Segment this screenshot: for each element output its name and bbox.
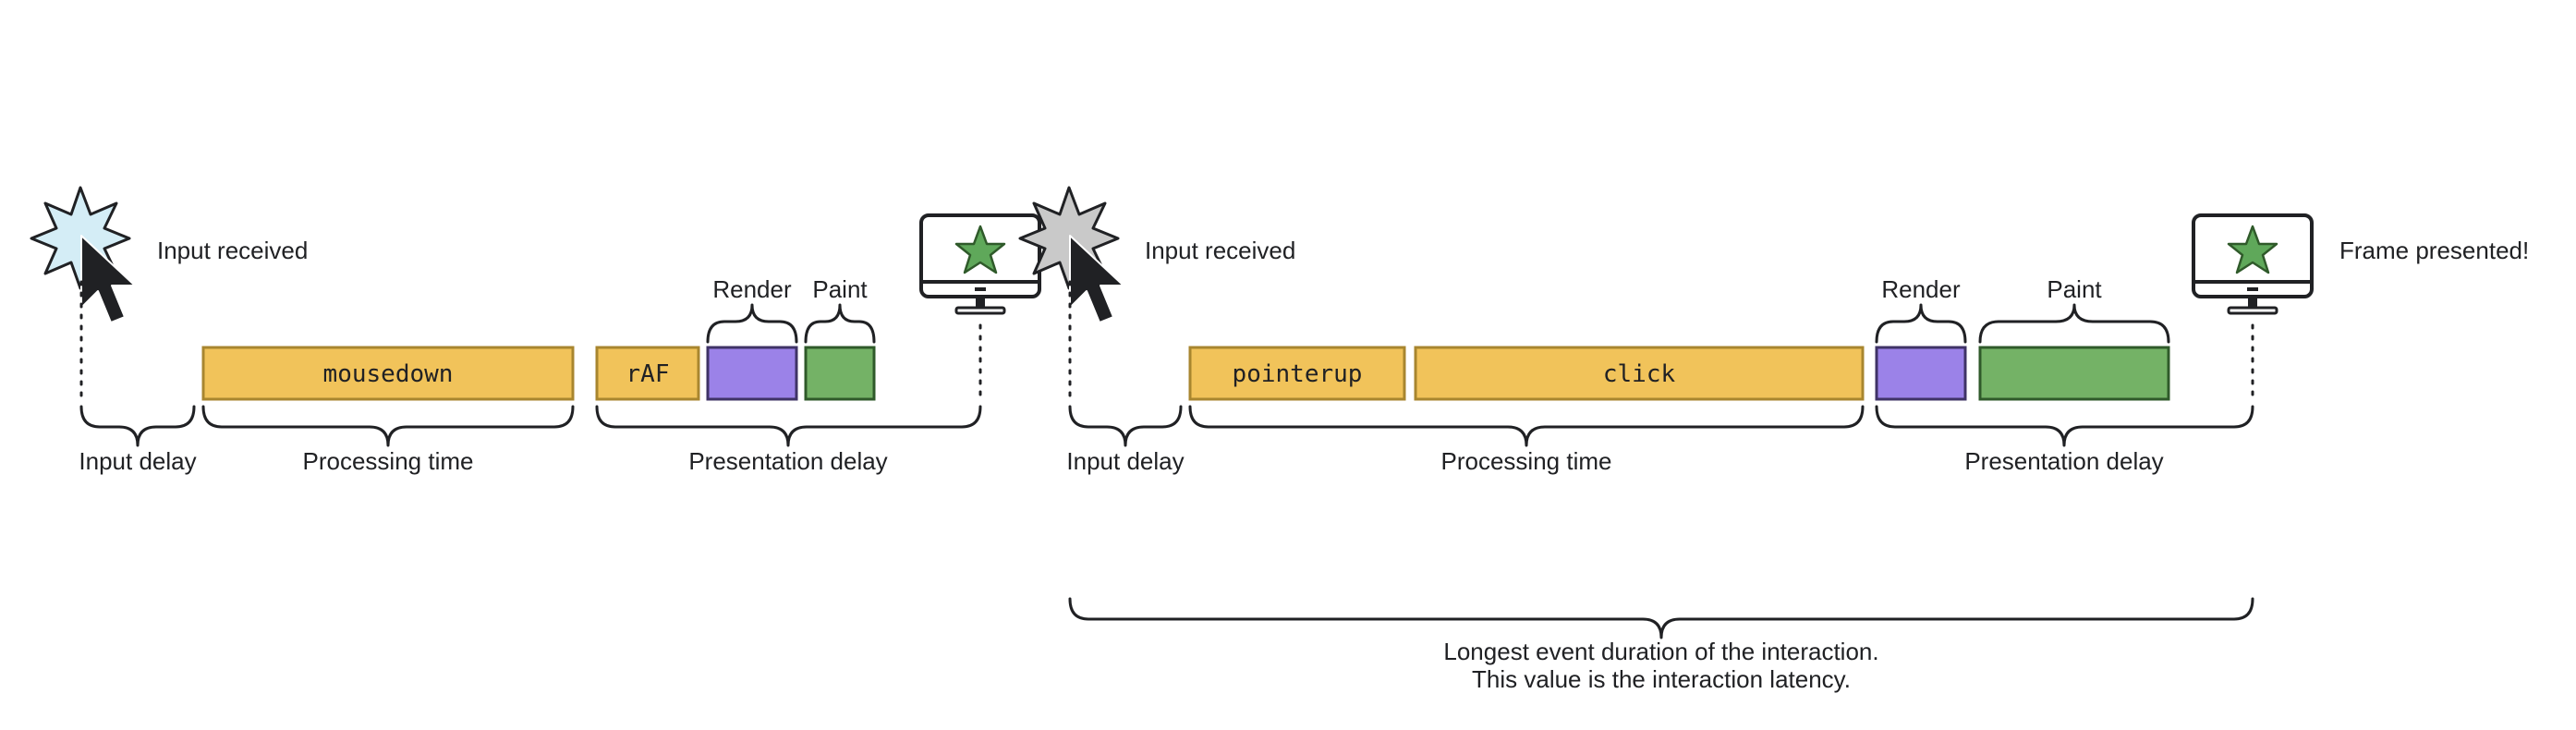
paint-block — [804, 346, 876, 401]
processing-time-brace — [201, 405, 575, 447]
input-delay-label: Input delay — [79, 447, 196, 475]
pointerup-task-label: pointerup — [1233, 360, 1363, 388]
render-block — [1875, 346, 1967, 401]
monitor-icon — [919, 213, 1041, 315]
frame-presented-label: Frame presented! — [2339, 237, 2529, 264]
render-label: Render — [712, 275, 792, 303]
click-task-label: click — [1603, 360, 1676, 388]
click-task — [1414, 346, 1865, 401]
processing-time-label: Processing time — [1441, 447, 1612, 475]
pointerup-task — [1188, 346, 1406, 401]
render-label: Render — [1881, 275, 1961, 303]
raf-task-label: rAF — [626, 360, 670, 388]
render-brace — [1875, 303, 1967, 344]
input-delay-label: Input delay — [1066, 447, 1184, 475]
presentation-delay-brace — [1875, 405, 2254, 447]
summary-line-1: Longest event duration of the interactio… — [1443, 638, 1878, 665]
input-received-label: Input received — [1145, 237, 1295, 264]
processing-time-brace — [1188, 405, 1865, 447]
paint-brace — [804, 303, 876, 344]
paint-brace — [1978, 303, 2170, 344]
first-interaction: Input received mousedown rAF Render Pain… — [30, 186, 1041, 475]
cursor-icon — [80, 235, 136, 323]
presentation-delay-label: Presentation delay — [1964, 447, 2163, 475]
interaction-latency-summary: Longest event duration of the interactio… — [1068, 597, 2254, 693]
summary-line-2: This value is the interaction latency. — [1472, 665, 1851, 693]
input-received-label: Input received — [157, 237, 308, 264]
mousedown-task-label: mousedown — [323, 360, 454, 388]
paint-label: Paint — [812, 275, 868, 303]
monitor-icon — [2192, 213, 2314, 315]
presentation-delay-label: Presentation delay — [688, 447, 887, 475]
presentation-delay-brace — [595, 405, 982, 447]
input-delay-brace — [1068, 405, 1183, 447]
processing-time-label: Processing time — [303, 447, 474, 475]
paint-label: Paint — [2047, 275, 2102, 303]
mousedown-task — [201, 346, 575, 401]
second-interaction: Input received pointerup click Render Pa… — [1018, 186, 2529, 475]
interaction-latency-brace — [1068, 597, 2254, 639]
cursor-icon — [1069, 235, 1124, 323]
input-delay-brace — [79, 405, 196, 447]
raf-task — [595, 346, 700, 401]
star-icon — [2227, 225, 2278, 274]
render-block — [706, 346, 798, 401]
paint-block — [1978, 346, 2170, 401]
star-icon — [954, 225, 1006, 274]
render-brace — [706, 303, 798, 344]
